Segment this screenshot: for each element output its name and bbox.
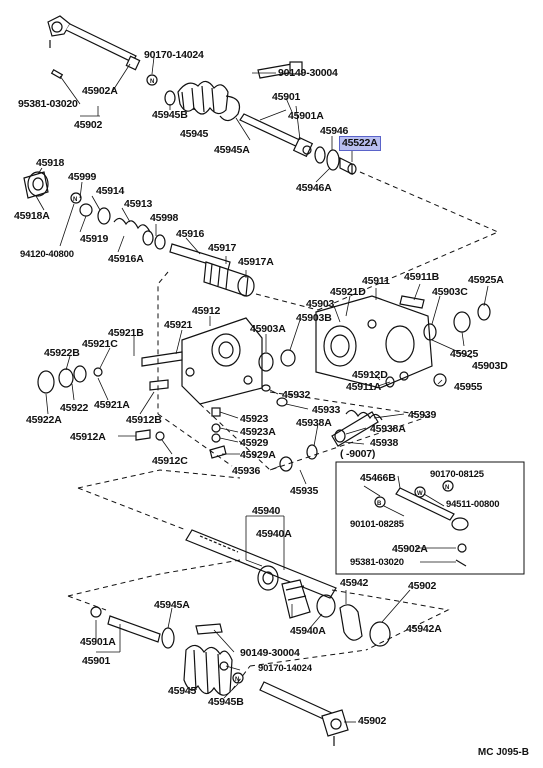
label-45903c: 45903C (432, 286, 468, 298)
label-45902a-top: 45902A (82, 85, 118, 97)
label-45522a-highlighted[interactable]: 45522A (339, 136, 381, 151)
label-94120-40800: 94120-40800 (20, 249, 74, 260)
label-45925: 45925 (450, 348, 479, 360)
label-45903: 45903 (306, 298, 335, 310)
label-45923: 45923 (240, 413, 269, 425)
label-45912: 45912 (192, 305, 221, 317)
label-45903b: 45903B (296, 312, 332, 324)
label-45925a: 45925A (468, 274, 504, 286)
label-45912c: 45912C (152, 455, 188, 467)
label-95381-03020-box: 95381-03020 (350, 557, 404, 568)
label-45903d: 45903D (472, 360, 508, 372)
label-45912d: 45912D (352, 369, 388, 381)
label-45939: 45939 (408, 409, 437, 421)
label-45917: 45917 (208, 242, 237, 254)
label-45942a: 45942A (406, 623, 442, 635)
label-45921b: 45921B (108, 327, 144, 339)
label-45921a: 45921A (94, 399, 130, 411)
label-9007: ( -9007) (340, 448, 376, 460)
label-45917a: 45917A (238, 256, 274, 268)
label-45902a-box: 45902A (392, 543, 428, 555)
label-94511-00800: 94511-00800 (446, 499, 500, 510)
label-45938a-2: 45938A (370, 423, 406, 435)
label-45901-bot: 45901 (82, 655, 111, 667)
variant-box (335, 461, 525, 575)
label-45901: 45901 (272, 91, 301, 103)
label-45946a: 45946A (296, 182, 332, 194)
label-45902-box: 45902 (408, 580, 437, 592)
label-45921c: 45921C (82, 338, 118, 350)
label-90170-14024-bot: 90170-14024 (258, 663, 312, 674)
label-45902-top: 45902 (74, 119, 103, 131)
label-45933: 45933 (312, 404, 341, 416)
label-45936: 45936 (232, 465, 261, 477)
label-45912a: 45912A (70, 431, 106, 443)
label-90149-30004-bot: 90149-30004 (240, 647, 300, 659)
label-45914: 45914 (96, 185, 125, 197)
label-45901a-bot: 45901A (80, 636, 116, 648)
label-45938a-1: 45938A (296, 417, 332, 429)
label-45918a: 45918A (14, 210, 50, 222)
label-45903a: 45903A (250, 323, 286, 335)
label-45945-bot: 45945 (168, 685, 197, 697)
label-45942: 45942 (340, 577, 369, 589)
label-45945b-top: 45945B (152, 109, 188, 121)
label-90170-08125: 90170-08125 (430, 469, 484, 480)
label-45912b: 45912B (126, 414, 162, 426)
label-45998: 45998 (150, 212, 179, 224)
label-45945: 45945 (180, 128, 209, 140)
label-90170-14024-top: 90170-14024 (144, 49, 204, 61)
label-45916a: 45916A (108, 253, 144, 265)
label-45911b: 45911B (404, 271, 440, 283)
label-45935: 45935 (290, 485, 319, 497)
label-45913: 45913 (124, 198, 153, 210)
label-45940a-2: 45940A (290, 625, 326, 637)
svg-text:N: N (150, 79, 154, 85)
label-45921d: 45921D (330, 286, 366, 298)
label-45916: 45916 (176, 228, 205, 240)
label-45955: 45955 (454, 381, 483, 393)
svg-text:N: N (235, 677, 239, 683)
label-45945a: 45945A (214, 144, 250, 156)
label-45901a-top: 45901A (288, 110, 324, 122)
label-45938: 45938 (370, 437, 399, 449)
svg-text:N: N (73, 197, 77, 203)
label-90101-08285: 90101-08285 (350, 519, 404, 530)
svg-text:B: B (377, 501, 382, 507)
diagram-code: MC J095-B (477, 747, 529, 758)
label-45940: 45940 (252, 505, 281, 517)
label-45945b-bot: 45945B (208, 696, 244, 708)
label-45922: 45922 (60, 402, 89, 414)
label-45923a: 45923A (240, 426, 276, 438)
label-45929: 45929 (240, 437, 269, 449)
label-45911: 45911 (362, 275, 390, 287)
svg-text:N: N (445, 485, 449, 491)
svg-text:W: W (417, 491, 423, 497)
label-45946: 45946 (320, 125, 349, 137)
label-45940a-1: 45940A (256, 528, 292, 540)
label-45918: 45918 (36, 157, 65, 169)
label-45932: 45932 (282, 389, 311, 401)
label-45902-bot: 45902 (358, 715, 387, 727)
label-45999: 45999 (68, 171, 97, 183)
label-45466b: 45466B (360, 472, 396, 484)
label-45922a: 45922A (26, 414, 62, 426)
label-45922b: 45922B (44, 347, 80, 359)
label-45911a: 45911A (346, 381, 382, 393)
label-95381-03020-top: 95381-03020 (18, 98, 78, 110)
label-45929a: 45929A (240, 449, 276, 461)
label-45921: 45921 (164, 319, 193, 331)
label-90149-30004-top: 90149-30004 (278, 67, 338, 79)
label-45945a-bot: 45945A (154, 599, 190, 611)
label-45919: 45919 (80, 233, 109, 245)
